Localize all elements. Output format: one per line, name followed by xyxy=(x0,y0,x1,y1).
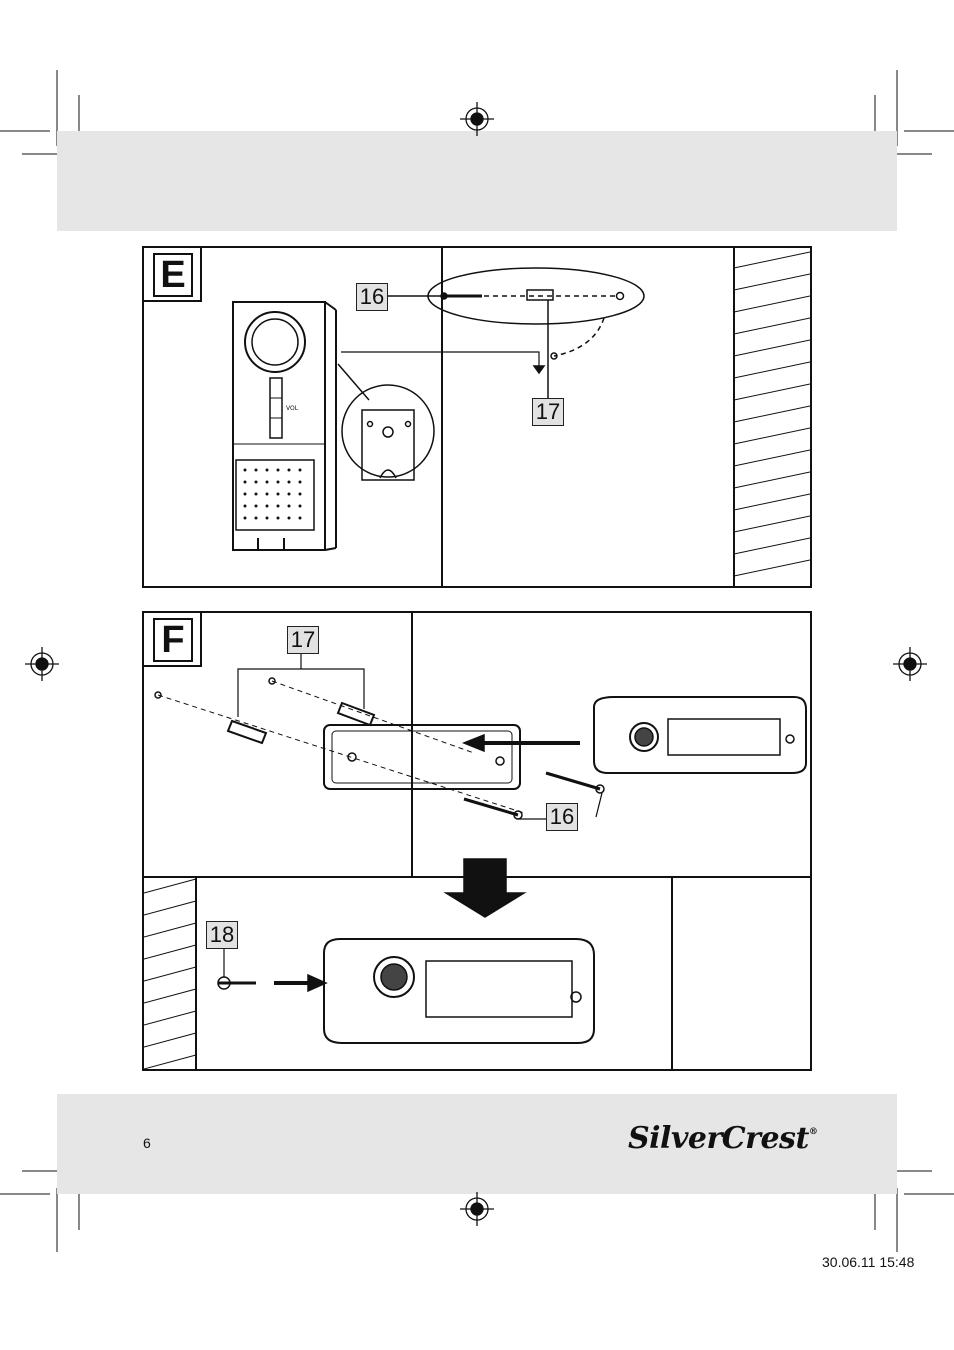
bell-icon xyxy=(381,964,407,990)
figure-f-drawing xyxy=(144,613,810,1069)
doorbell-button-unit xyxy=(594,697,806,773)
callout-16: 16 xyxy=(546,803,578,831)
figure-label: F xyxy=(144,613,202,667)
wall-plug-icon xyxy=(527,290,553,300)
volume-label: VOL xyxy=(286,405,299,412)
speaker-grille xyxy=(244,469,302,520)
figure-label: E xyxy=(144,248,202,302)
doorbell-button-unit xyxy=(324,939,594,1043)
arrow-icon xyxy=(446,859,524,917)
callout-16: 16 xyxy=(356,283,388,311)
page-number: 6 xyxy=(143,1135,151,1151)
chime-unit xyxy=(233,302,336,550)
figure-e-drawing: VOL xyxy=(144,248,810,586)
screw-icon xyxy=(546,773,600,789)
screw-icon xyxy=(464,799,518,815)
figure-e-panel: VOL E 16 17 xyxy=(142,246,812,588)
callout-18: 18 xyxy=(206,921,238,949)
mounting-base xyxy=(324,725,520,789)
wall-hatch xyxy=(734,252,810,576)
wall-plug-icon xyxy=(228,703,374,743)
callout-17: 17 xyxy=(532,398,564,426)
callout-17: 17 xyxy=(287,626,319,654)
brand-logo: SilverCrest® xyxy=(628,1121,817,1156)
wall-hatch xyxy=(144,879,196,1069)
print-stamp: 30.06.11 15:48 xyxy=(822,1254,914,1270)
zoom-bubble xyxy=(342,385,434,477)
bell-icon xyxy=(635,728,653,746)
figure-f-panel: F 17 16 18 xyxy=(142,611,812,1071)
